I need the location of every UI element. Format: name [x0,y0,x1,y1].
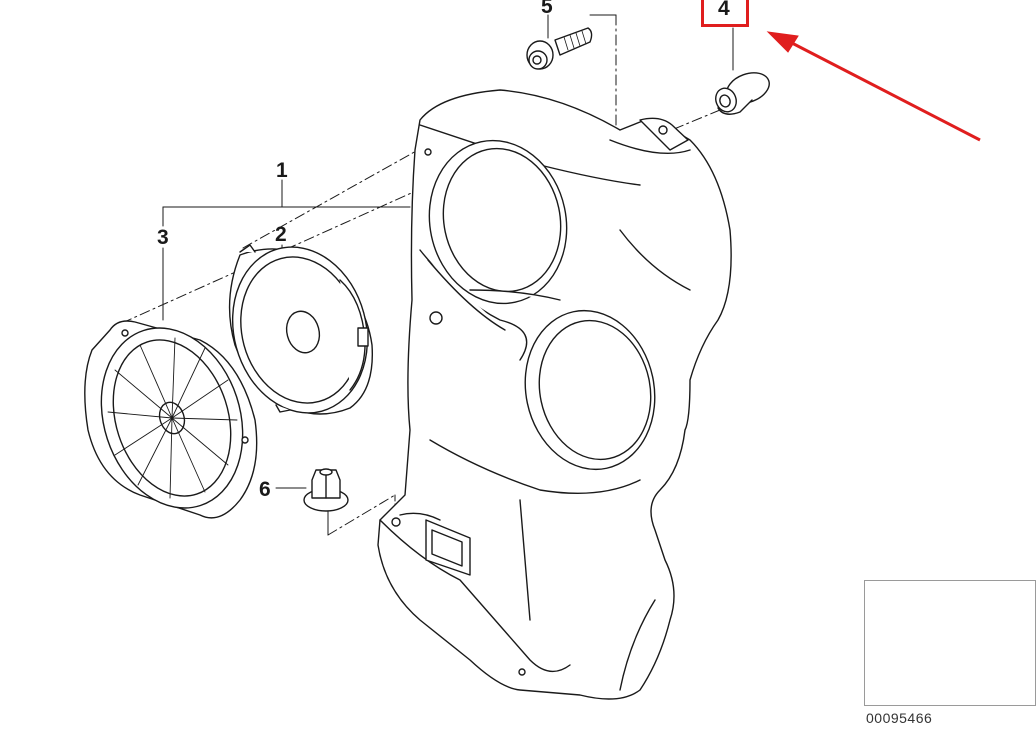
callout-2: 2 [275,223,287,246]
bolt [526,27,593,70]
nut [303,468,349,512]
callout-6: 6 [259,478,271,501]
callout-4-highlight-box [701,0,749,27]
highlight-arrow [766,31,981,142]
callout-4: 4 [718,0,730,20]
callout-3: 3 [157,226,169,249]
bushing [715,72,770,115]
car-location-thumbnail [864,580,1036,706]
speaker-enclosure [377,89,732,700]
callout-1: 1 [276,159,288,182]
reference-code: 00095466 [866,710,933,726]
speaker-driver [228,244,374,415]
callout-5: 5 [541,0,553,18]
speaker-grille [84,320,258,519]
